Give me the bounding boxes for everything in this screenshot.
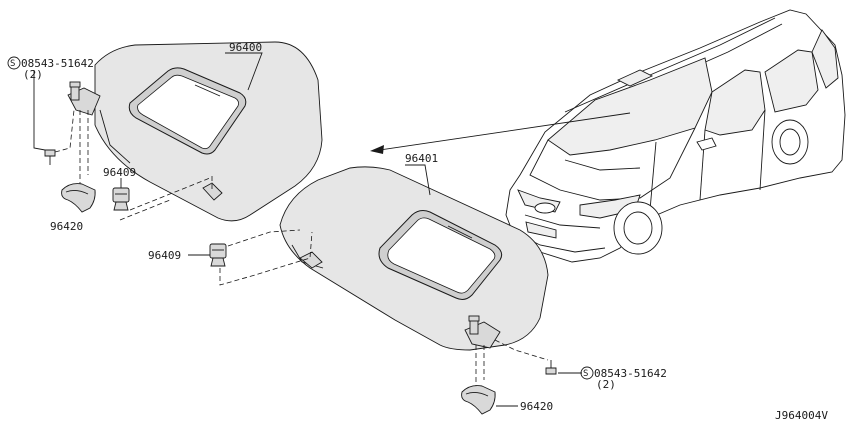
visor-holder-lower	[461, 385, 496, 415]
part-number-96400: 96400	[229, 41, 262, 54]
location-arrow	[370, 112, 631, 154]
part-number-96409-upper: 96409	[103, 166, 136, 179]
drawing-code: J964004V	[775, 409, 828, 422]
visor-hinge-lower	[464, 315, 501, 349]
guide-clip-upper	[129, 177, 211, 211]
leader-screw-upper	[33, 70, 46, 151]
part-number-96409-lower: 96409	[148, 249, 181, 262]
part-number-08543-upper: 08543-51642	[21, 57, 94, 70]
screw-symbol-lower: S	[583, 369, 588, 379]
part-number-96420-lower: 96420	[520, 400, 553, 413]
quantity-upper: (2)	[23, 68, 43, 81]
guide-clip-lower	[219, 231, 313, 286]
part-number-08543-lower: 08543-51642	[594, 367, 667, 380]
leader-96401	[405, 164, 431, 196]
arrow-head-icon	[370, 145, 384, 154]
screw-symbol-lower-icon	[580, 366, 594, 380]
screw-lower	[545, 360, 557, 375]
quantity-lower: (2)	[596, 378, 616, 391]
visor-holder-upper	[61, 183, 96, 213]
visor-clip-lower	[209, 243, 227, 267]
minivan-illustration	[505, 9, 846, 263]
guide-clip-lower-2	[227, 229, 301, 247]
part-number-96401: 96401	[405, 152, 438, 165]
visor-clip-upper	[112, 187, 130, 211]
screw-symbol-icon	[7, 56, 21, 70]
sun-visor-right	[279, 166, 549, 351]
leader-96400	[225, 52, 263, 91]
guide-clip-upper-2	[119, 199, 171, 221]
vanity-mirror-lower	[378, 210, 503, 300]
part-number-96420-upper: 96420	[50, 220, 83, 233]
screw-upper	[44, 149, 56, 165]
guide-holder-upper	[79, 110, 91, 196]
sun-visor-left	[67, 41, 323, 222]
screw-symbol-upper: S	[10, 59, 15, 69]
vanity-mirror-upper	[128, 67, 247, 155]
visor-hinge-upper	[67, 81, 101, 116]
guide-screw-upper	[54, 109, 75, 153]
